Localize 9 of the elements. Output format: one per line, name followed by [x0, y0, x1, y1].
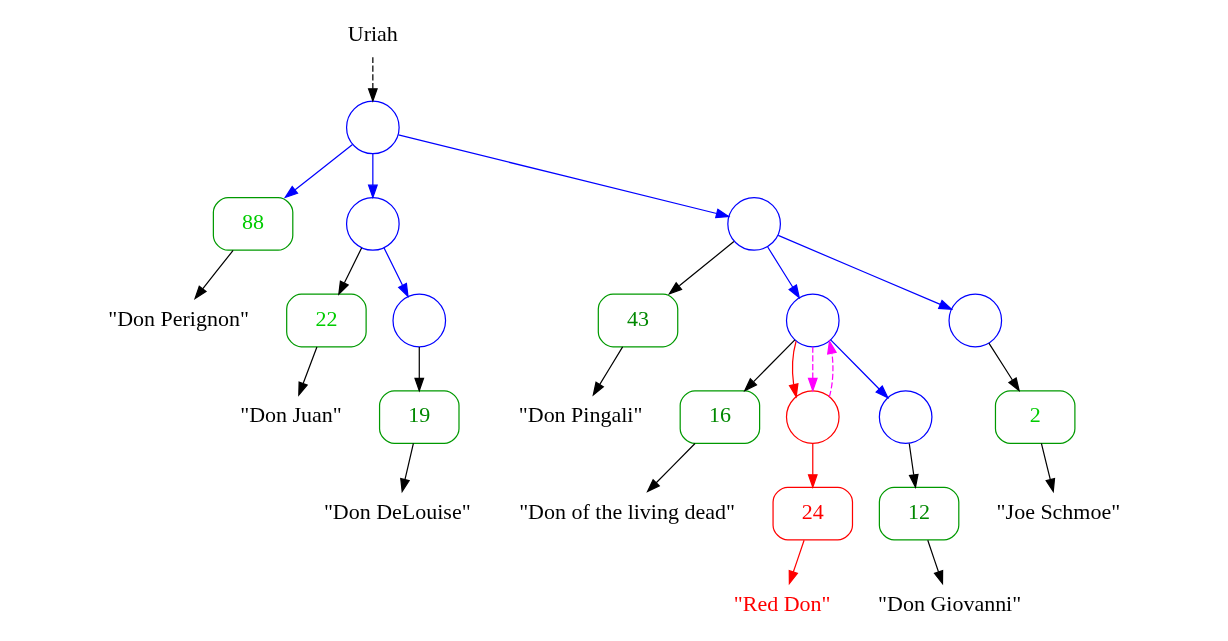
node-text: "Red Don" [733, 591, 831, 617]
node-text: "Don of the living dead" [518, 498, 735, 524]
node-text: "Don Perignon" [107, 305, 249, 331]
node-text: "Joe Schmoe" [996, 498, 1120, 524]
node-text: "Don DeLouise" [323, 498, 471, 524]
node-text: "Don Juan" [239, 402, 342, 428]
node-text: "Don Pingali" [518, 402, 642, 428]
node-text: "Don Giovanni" [877, 591, 1021, 617]
node-text: Uriah [347, 20, 398, 46]
